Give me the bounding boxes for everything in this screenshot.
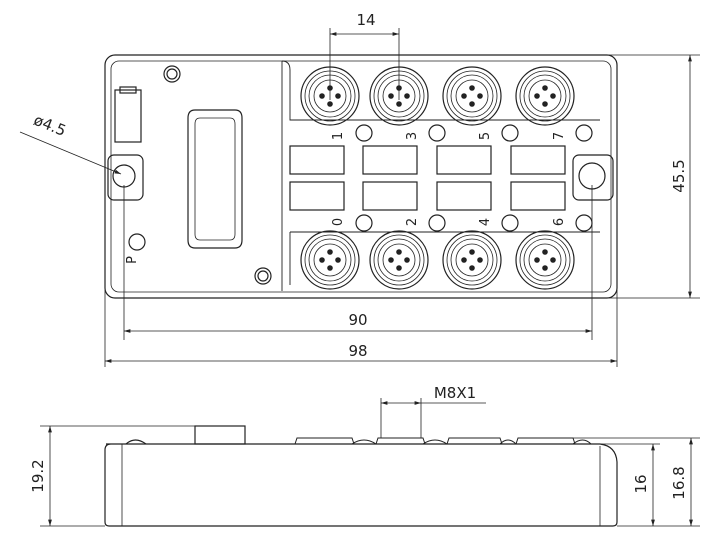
right-mount-ear <box>572 154 614 201</box>
port-label-3: 3 <box>405 132 420 140</box>
m8-connector <box>442 230 502 290</box>
dim-height: 45.5 <box>670 159 688 192</box>
status-led <box>428 124 446 142</box>
label-plate-top <box>119 86 137 94</box>
side-body <box>104 443 618 527</box>
fixing-hole-bottom-inner <box>257 270 269 282</box>
dim-body-height: 16 <box>632 474 650 493</box>
port-label-6: 6 <box>552 218 567 226</box>
led-window <box>362 181 418 211</box>
connector-zone <box>281 60 600 291</box>
led-window <box>289 181 345 211</box>
port-label-4: 4 <box>478 218 493 226</box>
module-inner-outline <box>110 60 612 293</box>
led-window <box>362 145 418 175</box>
m8-connector <box>515 230 575 290</box>
m8-connector <box>300 66 360 126</box>
side-connectors <box>294 437 576 445</box>
port-label-0: 0 <box>331 218 346 226</box>
fixing-hole-top-inner <box>166 68 178 80</box>
status-led <box>501 124 519 142</box>
status-led <box>575 124 593 142</box>
status-led <box>575 214 593 232</box>
port-label-7: 7 <box>552 132 567 140</box>
label-plate <box>114 89 142 143</box>
side-dsub <box>194 425 246 445</box>
status-led <box>428 214 446 232</box>
power-label: P <box>125 256 140 264</box>
led-window <box>289 145 345 175</box>
status-leds <box>355 124 593 232</box>
m8-connector <box>442 66 502 126</box>
top-view-dimensions <box>19 28 700 367</box>
fixing-hole-top <box>163 65 181 83</box>
port-label-1: 1 <box>331 132 346 140</box>
dsub-connector <box>187 109 243 249</box>
dsub-connector-inner <box>194 117 236 241</box>
led-window <box>436 181 492 211</box>
led-window <box>510 145 566 175</box>
led-windows <box>289 145 566 211</box>
top-view <box>104 54 618 299</box>
dim-connector-height: 16.8 <box>670 466 688 499</box>
m8-connector <box>300 230 360 290</box>
power-led <box>128 233 146 251</box>
left-mount-ear <box>107 154 144 201</box>
side-screw <box>125 439 147 445</box>
dim-hole-spacing: 90 <box>348 311 367 329</box>
m8-connectors <box>300 66 575 290</box>
side-view-dimensions <box>40 398 700 527</box>
status-led <box>355 124 373 142</box>
dim-hole-diameter: ø4.5 <box>31 111 68 140</box>
dim-thread: M8X1 <box>434 384 476 402</box>
left-mount-hole <box>112 164 136 188</box>
module-outline <box>104 54 618 299</box>
side-view <box>104 425 618 527</box>
dim-total-length: 98 <box>348 342 367 360</box>
m8-connector <box>369 230 429 290</box>
port-label-5: 5 <box>478 132 493 140</box>
status-led <box>501 214 519 232</box>
led-window <box>510 181 566 211</box>
led-window <box>436 145 492 175</box>
m8-connector <box>515 66 575 126</box>
fixing-hole-bottom <box>254 267 272 285</box>
dim-total-height: 19.2 <box>29 459 47 492</box>
status-led <box>355 214 373 232</box>
port-label-2: 2 <box>405 218 420 226</box>
dim-connector-pitch: 14 <box>356 11 375 29</box>
